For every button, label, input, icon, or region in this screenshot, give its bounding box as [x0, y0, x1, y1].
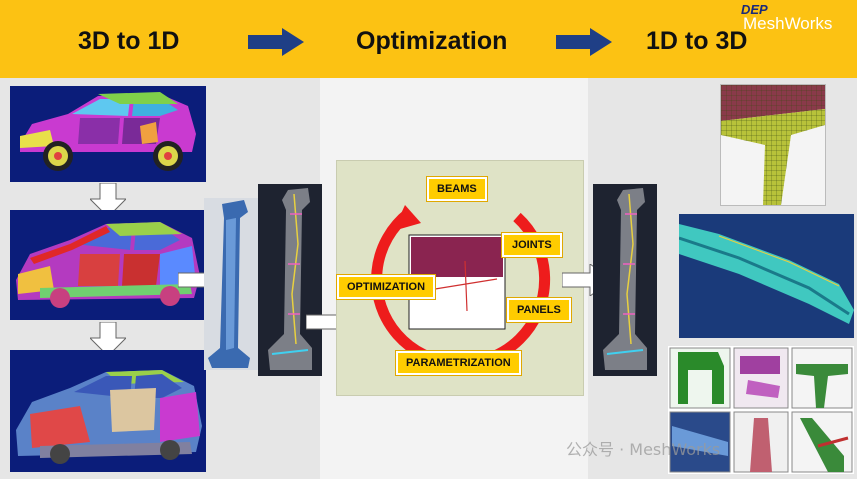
optimization-loop-panel: BEAMS JOINTS OPTIMIZATION PANELS PARAMET…	[335, 160, 584, 396]
joint-mesh-image	[720, 84, 826, 206]
bip-model-image	[10, 350, 206, 472]
b-pillar-beam-image	[258, 184, 322, 376]
watermark-text: 公众号 · MeshWorks	[566, 440, 721, 459]
optimized-panel-image	[679, 214, 854, 338]
down-arrow-icon	[90, 322, 126, 356]
body-in-white-image	[10, 210, 206, 320]
b-pillar-3d-image	[204, 198, 258, 370]
beams-label: BEAMS	[426, 176, 488, 202]
down-arrow-icon	[90, 183, 126, 217]
right-arrow-icon	[248, 28, 304, 56]
right-arrow-icon	[556, 28, 612, 56]
header-bar: 3D to 1D Optimization 1D to 3D DEP MeshW…	[0, 0, 857, 78]
optimized-beam-image	[593, 184, 657, 376]
stage-3d-to-1d-title: 3D to 1D	[78, 27, 180, 55]
cross-section-grid-image	[668, 346, 854, 474]
full-car-model-image	[10, 86, 206, 182]
parametrization-label: PARAMETRIZATION	[395, 350, 522, 376]
optimization-label: OPTIMIZATION	[335, 274, 437, 300]
stage-optimization-title: Optimization	[356, 27, 508, 55]
joints-label: JOINTS	[501, 232, 563, 258]
stage-1d-to-3d-title: 1D to 3D	[646, 27, 748, 55]
logo-meshworks-text: MeshWorks	[743, 14, 833, 33]
panels-label: PANELS	[506, 297, 572, 323]
logo-dep-text: DEP	[741, 2, 768, 17]
meshworks-logo: DEP MeshWorks	[741, 2, 851, 42]
